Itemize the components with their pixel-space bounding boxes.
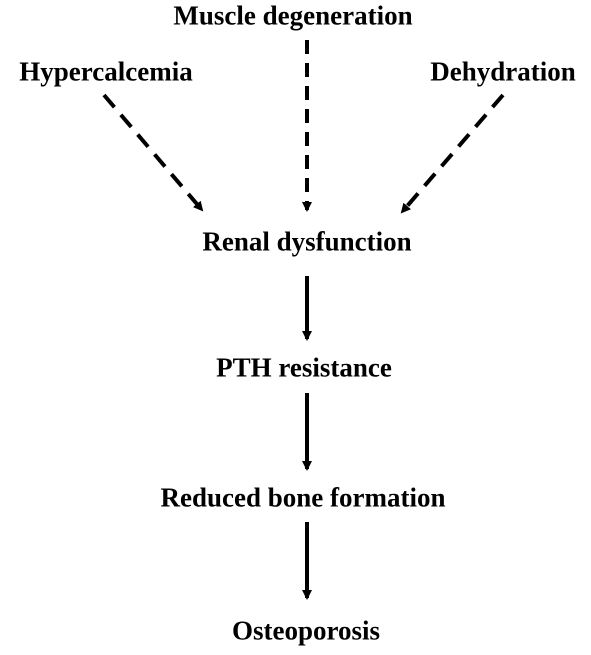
- arrow-dehydration-to-renal-dysfunction: [400, 93, 505, 214]
- node-muscle-degeneration: Muscle degeneration: [173, 0, 413, 31]
- node-hypercalcemia: Hypercalcemia: [19, 56, 193, 87]
- node-reduced-bone-formation: Reduced bone formation: [160, 482, 446, 513]
- node-renal-dysfunction: Renal dysfunction: [202, 226, 412, 257]
- node-pth-resistance: PTH resistance: [216, 352, 392, 383]
- node-dehydration: Dehydration: [430, 56, 576, 87]
- arrow-hypercalcemia-to-renal-dysfunction: [102, 93, 204, 212]
- node-osteoporosis: Osteoporosis: [231, 615, 381, 646]
